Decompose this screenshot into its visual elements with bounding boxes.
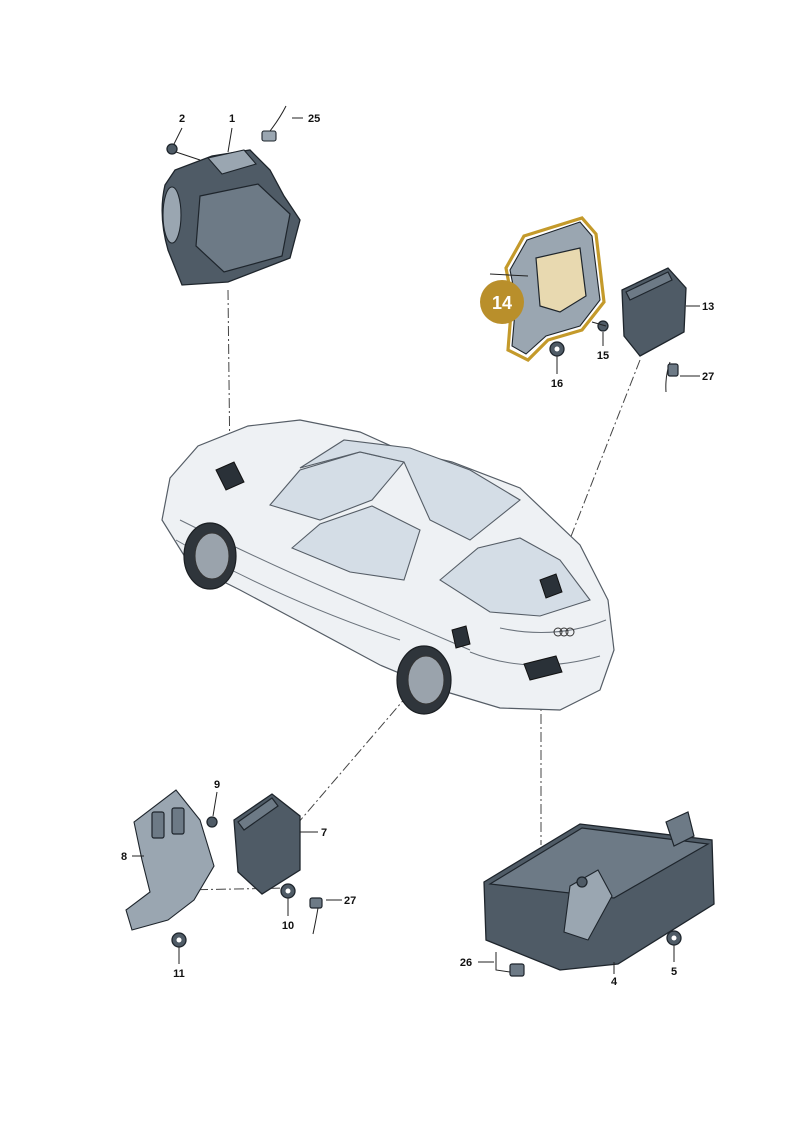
part-2-bolt — [166, 143, 201, 161]
callout-7: 7 — [321, 827, 327, 839]
callout-25: 25 — [308, 113, 320, 125]
callout-numbers: 1 2 25 13 27 15 16 9 7 8 27 10 11 5 26 4 — [121, 113, 714, 988]
callout-1: 1 — [229, 113, 235, 125]
car-rear-window — [439, 537, 591, 617]
callout-27-lower: 27 — [344, 895, 356, 907]
part-8-bracket — [125, 789, 215, 931]
callout-10: 10 — [282, 920, 294, 932]
callout-26: 26 — [460, 957, 472, 969]
vehicle-illustration — [161, 419, 615, 715]
car-side-window — [290, 505, 421, 581]
location-marker-bumper — [523, 655, 563, 681]
part-1-front-sensor-housing — [161, 105, 301, 286]
callout-13: 13 — [702, 301, 714, 313]
rear-logo — [553, 627, 575, 637]
part-13-sensor-unit — [621, 267, 687, 393]
part-15-bolt — [591, 320, 609, 332]
part-16-nut — [549, 341, 565, 357]
badge-label-14: 14 — [492, 293, 512, 313]
callout-leaders — [132, 117, 700, 974]
part-10-nut — [280, 883, 296, 899]
location-marker-rear — [539, 573, 563, 599]
part-14-bracket-highlighted — [504, 216, 606, 362]
callout-5: 5 — [671, 966, 677, 978]
callout-16: 16 — [551, 378, 563, 390]
callout-4: 4 — [611, 976, 618, 988]
callout-2: 2 — [179, 113, 185, 125]
part-7-sensor-unit — [233, 793, 301, 895]
callout-15: 15 — [597, 350, 609, 362]
part-4-control-unit — [483, 811, 715, 971]
callout-27-upper: 27 — [702, 371, 714, 383]
location-marker-side — [451, 625, 471, 649]
callout-11: 11 — [173, 968, 185, 980]
callout-9: 9 — [214, 779, 220, 791]
part-26-connector — [495, 952, 525, 977]
part-5-nut — [666, 930, 682, 946]
car-roof-glass — [299, 439, 521, 541]
part-14-badge: 14 — [480, 273, 529, 324]
part-27-connector-lower — [309, 897, 323, 935]
part-11-nut — [171, 932, 187, 948]
part-9-bolt — [206, 816, 218, 828]
location-marker-front — [215, 461, 245, 491]
callout-8: 8 — [121, 851, 127, 863]
